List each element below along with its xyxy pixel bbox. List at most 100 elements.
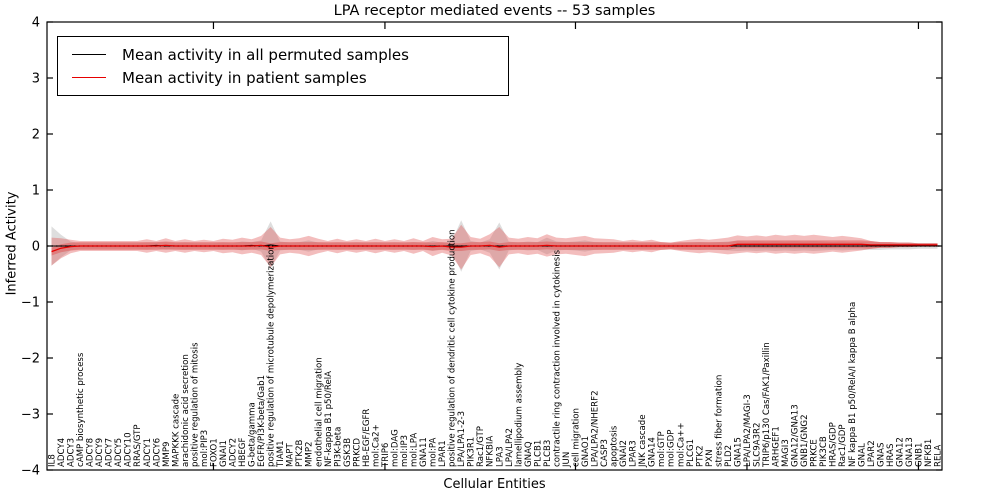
x-tick-label: mol:PA	[429, 437, 439, 467]
x-tick-label: PIK3R1	[467, 437, 477, 467]
x-tick-label: Rac1/GDP	[838, 424, 848, 467]
patient-inner-band-path	[51, 240, 938, 256]
x-tick-label: GNAI1	[219, 440, 229, 467]
x-tick-label: PTK2	[695, 445, 705, 467]
x-tick-label: NFKBIA	[486, 436, 496, 467]
x-tick-label: Rac1/GTP	[476, 426, 486, 467]
x-tick-label: PLD2	[724, 445, 734, 467]
x-tick-label: ADCY8	[86, 438, 96, 467]
x-tick-label: GNAL	[857, 443, 867, 467]
x-tick-label: mol:Ca2+	[371, 424, 381, 467]
x-tick-label: LPA/LPA2/MAGI-3	[743, 394, 753, 467]
x-tick-label: endothelial cell migration	[314, 357, 324, 467]
x-tick-label: NF-kappa B1 p50/RelA	[324, 371, 334, 467]
x-tick-label: JNK cascade	[638, 414, 648, 468]
y-axis-label: Inferred Activity	[4, 191, 20, 296]
x-tick-label: PTK2B	[295, 439, 305, 467]
x-tick-label: NF kappa B1 p50/RelA/I kappa B alpha	[848, 302, 858, 467]
x-tick-label: G-beta/gamma	[248, 402, 258, 467]
x-tick-label: positive regulation of dendritic cell cy…	[448, 229, 458, 467]
x-tick-label: arachidonic acid secretion	[181, 354, 191, 467]
x-tick-label: mol:GTP	[657, 431, 667, 467]
x-tick-label: ADCY7	[105, 438, 115, 467]
x-tick-label: HRAS/GDP	[829, 422, 839, 467]
x-tick-label: MAGI3	[781, 439, 791, 467]
x-tick-label: GNAI2	[619, 440, 629, 467]
x-tick-label: GNA13	[905, 437, 915, 467]
x-tick-label: HBEGF	[238, 438, 248, 467]
patient-line-swatch	[72, 77, 106, 78]
x-tick-label: MAPT	[286, 443, 296, 467]
x-tick-label: ADCY1	[143, 438, 153, 467]
x-tick-label: LPAR1	[438, 440, 448, 467]
x-tick-label: GNB1/GNG2	[800, 414, 810, 467]
x-tick-label: ARHGEF1	[772, 426, 782, 467]
permuted-line-swatch	[72, 54, 106, 55]
y-tick-label: 3	[32, 72, 40, 87]
x-tick-label: mol:DAG	[391, 429, 401, 467]
x-tick-label: PLCB3	[543, 440, 553, 467]
y-tick-label: 4	[32, 16, 40, 31]
x-tick-label: PRKCE	[810, 439, 820, 467]
legend-label-permuted: Mean activity in all permuted samples	[122, 45, 409, 64]
patient-mean-path	[51, 243, 938, 253]
x-tick-label: GNA12/GNA13	[791, 404, 801, 467]
x-tick-label: stress fiber formation	[714, 375, 724, 467]
x-tick-label: ADCY6	[152, 438, 162, 467]
x-tick-label: contractile ring contraction involved in…	[552, 249, 562, 467]
x-tick-label: GNA11	[419, 437, 429, 467]
x-tick-label: ADCY4	[57, 438, 67, 467]
x-tick-label: GNA14	[648, 437, 658, 467]
x-tick-label: mol:IP3	[400, 435, 410, 467]
legend-entry-permuted: Mean activity in all permuted samples	[72, 43, 508, 66]
legend-entry-patient: Mean activity in patient samples	[72, 66, 508, 89]
x-tick-label: mol:GDP	[667, 430, 677, 467]
x-axis-label: Cellular Entities	[443, 477, 546, 492]
x-tick-label: TIAM1	[276, 440, 286, 468]
legend-label-patient: Mean activity in patient samples	[122, 68, 367, 87]
x-tick-label: mol:Ca++	[676, 422, 686, 467]
x-tick-label: JUN	[562, 452, 572, 468]
x-tick-label: mol:LPA	[410, 433, 420, 467]
x-tick-label: PRKCD	[352, 438, 362, 467]
x-tick-label: LPAR3	[629, 440, 639, 467]
x-tick-label: MMP9	[162, 442, 172, 467]
patient-inner-band	[51, 240, 938, 256]
x-tick-label: IL8	[48, 454, 58, 467]
x-tick-label: lamellipodium assembly	[514, 363, 524, 467]
y-tick-label: −3	[21, 408, 40, 423]
x-tick-label: LPA3	[495, 446, 505, 467]
y-tick-label: −4	[21, 464, 40, 479]
chart-title: LPA receptor mediated events -- 53 sampl…	[333, 3, 656, 19]
x-tick-label: LPA/LPA2	[505, 428, 515, 467]
x-tick-label: EGFR/PI3K-beta/Gab1	[257, 375, 267, 467]
x-tick-label: cAMP biosynthetic process	[76, 352, 86, 467]
x-tick-label: ADCY3	[67, 438, 77, 467]
x-tick-label: ADCY10	[124, 432, 134, 467]
x-tick-label: LPA/LPA2/NHERF2	[591, 390, 601, 467]
x-tick-label: positive regulation of microtubule depol…	[267, 244, 277, 467]
x-tick-label: GNB1	[914, 443, 924, 467]
x-tick-label: MAPKKK cascade	[171, 394, 181, 467]
y-tick-label: 2	[32, 128, 40, 143]
x-tick-label: ADCY5	[114, 438, 124, 467]
x-tick-label: FOXO1	[210, 438, 220, 467]
x-tick-label: MMP2	[305, 442, 315, 467]
x-tick-label: apoptosis	[610, 425, 620, 467]
x-tick-label: SLC9A3R2	[753, 423, 763, 468]
x-tick-label: ADCY9	[95, 438, 105, 467]
x-tick-label: GSK3B	[343, 438, 353, 467]
x-tick-label: NFKB1	[924, 439, 934, 467]
x-tick-label: GNA12	[895, 437, 905, 467]
x-tick-label: RELA	[934, 445, 944, 467]
x-tick-label: GNA15	[733, 437, 743, 467]
x-tick-label: TRIP6/p130 Cas/FAK1/Paxillin	[762, 342, 772, 468]
x-tick-label: PLCG1	[686, 439, 696, 467]
x-tick-label: cell migration	[572, 408, 582, 467]
x-tick-label: GNAO1	[581, 436, 591, 467]
y-tick-label: −2	[21, 352, 40, 367]
